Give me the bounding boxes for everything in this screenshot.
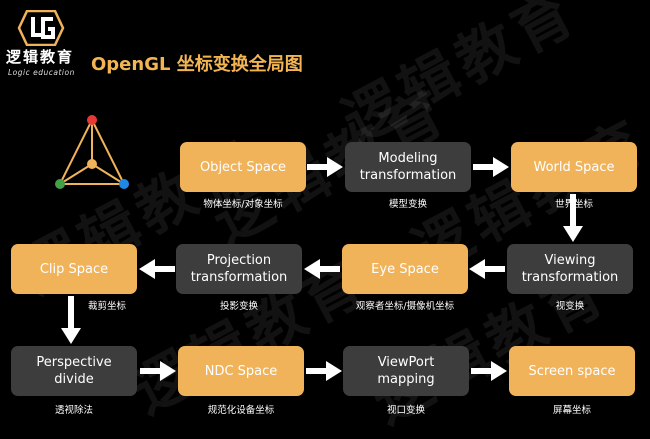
projection-transformation-caption: 投影变换 xyxy=(219,301,258,312)
viewport-mapping-caption: 视口变换 xyxy=(386,405,425,416)
ndc-space-node: NDC Space xyxy=(178,346,304,396)
screen-space-caption: 屏幕坐标 xyxy=(552,405,591,416)
world-space-node: World Space xyxy=(511,142,637,192)
perspective-divide-caption: 透视除法 xyxy=(54,405,93,416)
modeling-transformation-caption: 模型变换 xyxy=(388,199,427,210)
arrow-down-icon xyxy=(61,296,81,344)
screen-space-node: Screen space xyxy=(509,346,635,396)
arrow-right-icon xyxy=(471,361,507,381)
page-title: OpenGL 坐标变换全局图 xyxy=(91,54,303,75)
eye-space-node: Eye Space xyxy=(342,244,468,294)
clip-space-node: Clip Space xyxy=(11,244,137,294)
object-space-node: Object Space xyxy=(180,142,306,192)
clip-space-caption: 裁剪坐标 xyxy=(87,301,126,312)
modeling-transformation-node: Modeling transformation xyxy=(345,142,471,192)
arrow-left-icon xyxy=(304,259,340,279)
arrow-left-icon xyxy=(139,259,175,279)
projection-transformation-node: Projection transformation xyxy=(176,244,302,294)
object-space-caption: 物体坐标/对象坐标 xyxy=(203,199,283,210)
eye-space-caption: 观察者坐标/摄像机坐标 xyxy=(355,301,455,312)
coordinate-triangle-icon xyxy=(55,115,129,189)
perspective-divide-node: Perspective divide xyxy=(11,346,137,396)
arrow-left-icon xyxy=(469,259,505,279)
ndc-space-caption: 规范化设备坐标 xyxy=(207,405,275,416)
arrow-right-icon xyxy=(307,157,343,177)
logo-icon xyxy=(17,10,65,46)
arrow-down-icon xyxy=(563,194,583,242)
watermark: 逻辑教育 xyxy=(331,0,590,157)
viewport-mapping-node: ViewPort mapping xyxy=(343,346,469,396)
brand-tagline: Logic education xyxy=(8,68,75,77)
brand-name: 逻辑教育 xyxy=(6,48,75,66)
viewing-transformation-node: Viewing transformation xyxy=(507,244,633,294)
arrow-right-icon xyxy=(473,157,509,177)
viewing-transformation-caption: 视变换 xyxy=(555,301,585,312)
arrow-right-icon xyxy=(306,361,342,381)
arrow-right-icon xyxy=(140,361,176,381)
